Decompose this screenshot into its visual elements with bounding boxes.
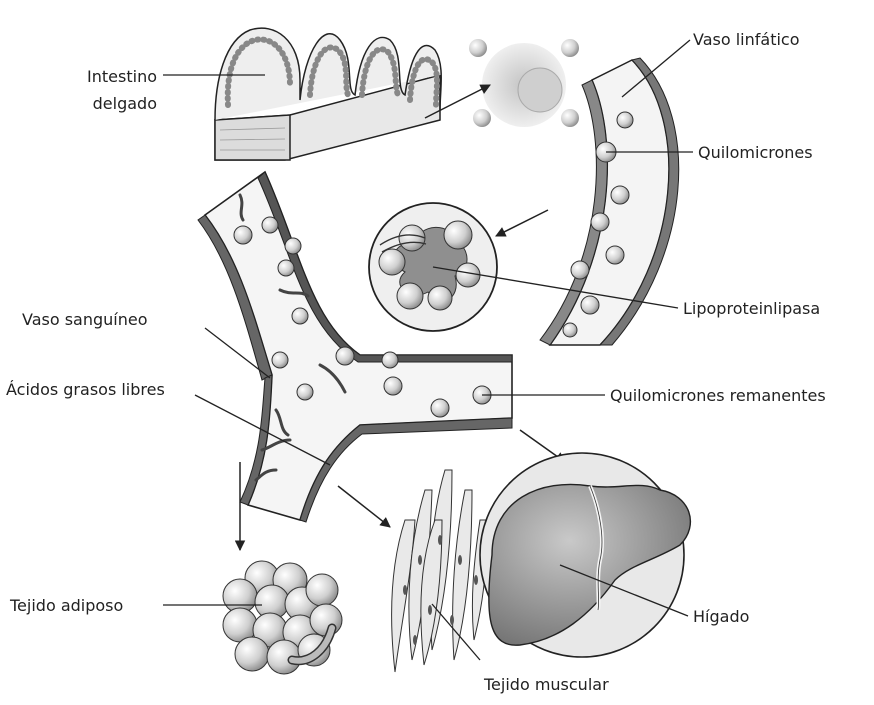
label-intestino-1: Intestino — [87, 67, 157, 86]
label-intestino-2: delgado — [93, 94, 157, 113]
label-vaso-sanguineo: Vaso sanguíneo — [22, 310, 148, 329]
adipose-tissue — [223, 561, 342, 674]
chylomicron-particle — [469, 39, 579, 127]
small-intestine — [215, 28, 441, 160]
label-tejido-adiposo: Tejido adiposo — [9, 596, 123, 615]
label-acidos-grasos: Ácidos grasos libres — [6, 380, 165, 399]
label-tejido-muscular: Tejido muscular — [483, 675, 609, 694]
arrow-lymph-to-lipase — [496, 210, 548, 236]
liver — [480, 453, 690, 657]
arrow-to-muscle — [338, 486, 390, 527]
label-higado: Hígado — [693, 607, 749, 626]
label-quilomicrones-remanentes: Quilomicrones remanentes — [610, 386, 826, 405]
label-vaso-linfatico: Vaso linfático — [693, 30, 800, 49]
muscle-tissue — [392, 470, 487, 672]
label-lipoproteinlipasa: Lipoproteinlipasa — [683, 299, 820, 318]
label-quilomicrones: Quilomicrones — [698, 143, 813, 162]
